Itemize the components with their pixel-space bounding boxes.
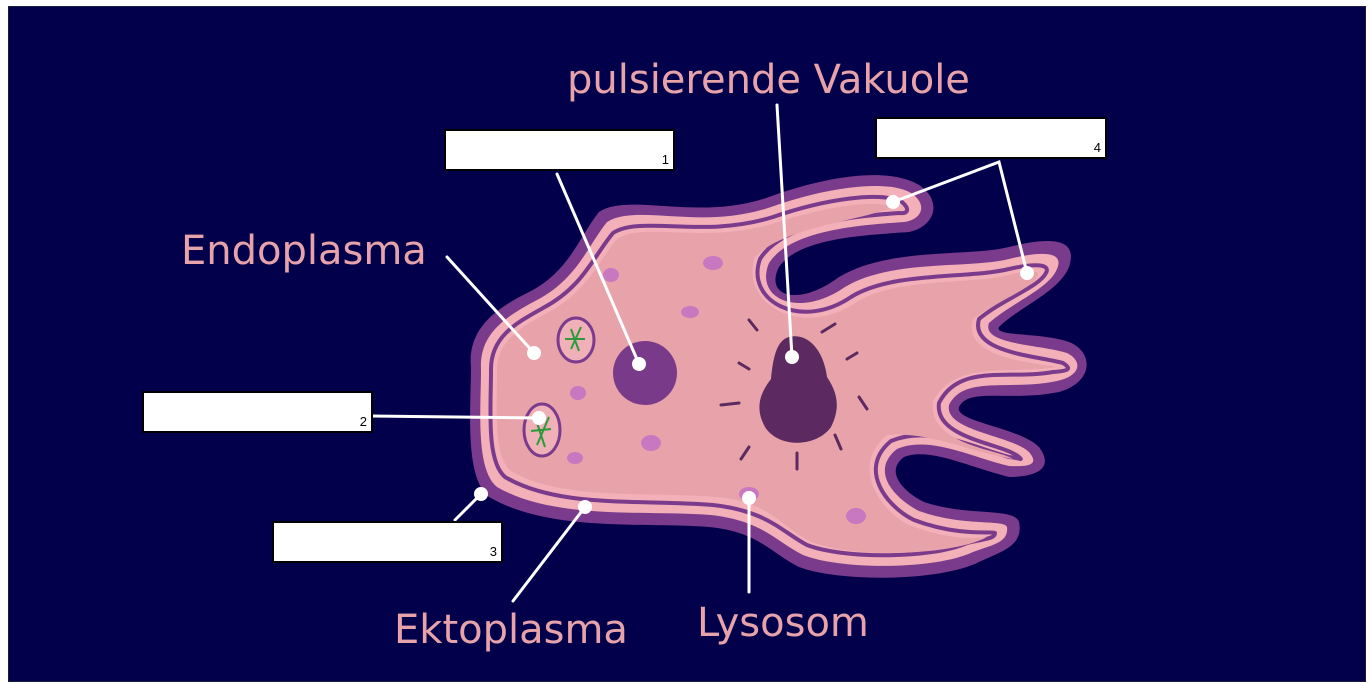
answer-input-4[interactable] <box>877 119 1105 157</box>
label-ectoplasm: Ektoplasma <box>394 607 628 653</box>
leader-2 <box>372 416 539 418</box>
answer-box-1[interactable]: 1 <box>444 129 675 171</box>
label-lysosome: Lysosom <box>697 600 869 646</box>
answer-input-2[interactable] <box>144 393 371 431</box>
nucleus <box>613 341 677 405</box>
answer-box-2[interactable]: 2 <box>142 391 373 433</box>
answer-box-4[interactable]: 4 <box>875 117 1107 159</box>
food-vacuole-upper <box>558 318 594 362</box>
answer-input-3[interactable] <box>274 523 501 561</box>
answer-input-1[interactable] <box>446 131 673 169</box>
amoeba-diagram: pulsierende Vakuole Endoplasma Ektoplasm… <box>9 7 1366 682</box>
diagram-frame: pulsierende Vakuole Endoplasma Ektoplasm… <box>8 6 1366 682</box>
label-contractile-vacuole: pulsierende Vakuole <box>567 57 970 103</box>
answer-box-3[interactable]: 3 <box>272 521 503 563</box>
label-endoplasm: Endoplasma <box>181 228 427 274</box>
